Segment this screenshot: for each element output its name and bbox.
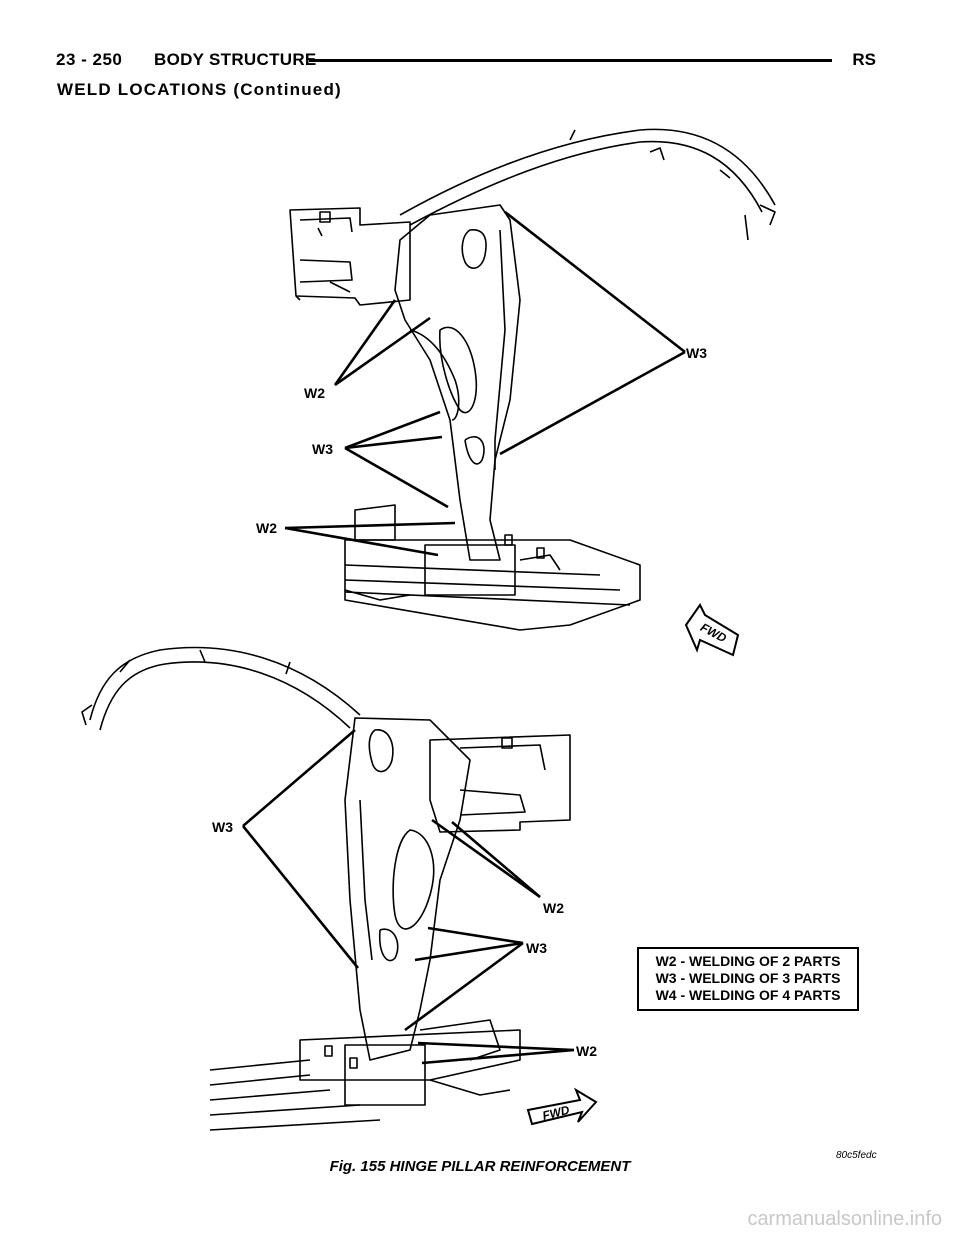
callout-w2-upper-2: W2 xyxy=(256,520,277,536)
fwd-arrow-lower: FWD xyxy=(526,1087,598,1126)
weld-legend-box: W2 - WELDING OF 2 PARTS W3 - WELDING OF … xyxy=(637,947,859,1011)
callout-w3-lower-1: W3 xyxy=(212,819,233,835)
figure-caption: Fig. 155 HINGE PILLAR REINFORCEMENT xyxy=(329,1158,631,1175)
lower-view-drawing xyxy=(81,646,571,1131)
weld-leader-lines xyxy=(241,210,686,1065)
callout-w2-upper-1: W2 xyxy=(304,385,325,401)
callout-w2-lower-1: W2 xyxy=(543,900,564,916)
upper-view-drawing xyxy=(289,128,776,631)
model-code: RS xyxy=(852,50,876,69)
legend-w4: W4 - WELDING OF 4 PARTS xyxy=(655,987,841,1003)
callout-w3-upper-1: W3 xyxy=(312,441,333,457)
fwd-label-lower: FWD xyxy=(541,1103,571,1123)
fwd-arrow-upper: FWD xyxy=(684,603,740,657)
watermark: carmanualsonline.info xyxy=(747,1208,942,1230)
header-rule xyxy=(309,59,832,62)
figure-code: 80c5fedc xyxy=(836,1150,877,1161)
legend-w2: W2 - WELDING OF 2 PARTS xyxy=(655,953,841,969)
legend-w3: W3 - WELDING OF 3 PARTS xyxy=(655,970,841,986)
page-subtitle: WELD LOCATIONS (Continued) xyxy=(57,80,342,99)
section-title: BODY STRUCTURE xyxy=(154,50,317,69)
page-header: 23 - 250 BODY STRUCTURE RS xyxy=(56,46,876,74)
page-number: 23 - 250 xyxy=(56,50,123,69)
callout-w2-lower-2: W2 xyxy=(576,1043,597,1059)
callout-w3-upper-2: W3 xyxy=(686,345,707,361)
callout-w3-lower-2: W3 xyxy=(526,940,547,956)
